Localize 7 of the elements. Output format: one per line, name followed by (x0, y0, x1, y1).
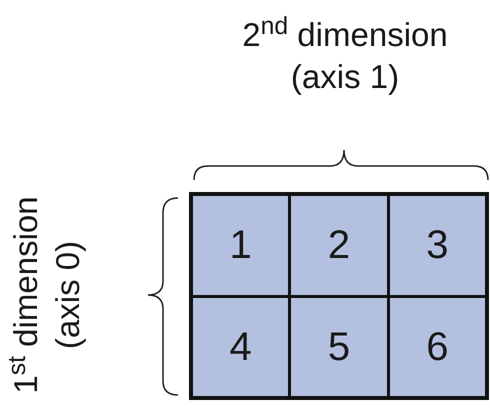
array-cell: 3 (390, 196, 485, 294)
array-cell: 1 (193, 196, 288, 294)
array-cell: 2 (291, 196, 387, 294)
axis-label: 2$^{nd}$ dimension (axis 1) (241, 14, 449, 97)
array-cell: 5 (291, 298, 387, 396)
array-cell: 6 (390, 298, 485, 396)
array-cell: 4 (193, 298, 288, 396)
